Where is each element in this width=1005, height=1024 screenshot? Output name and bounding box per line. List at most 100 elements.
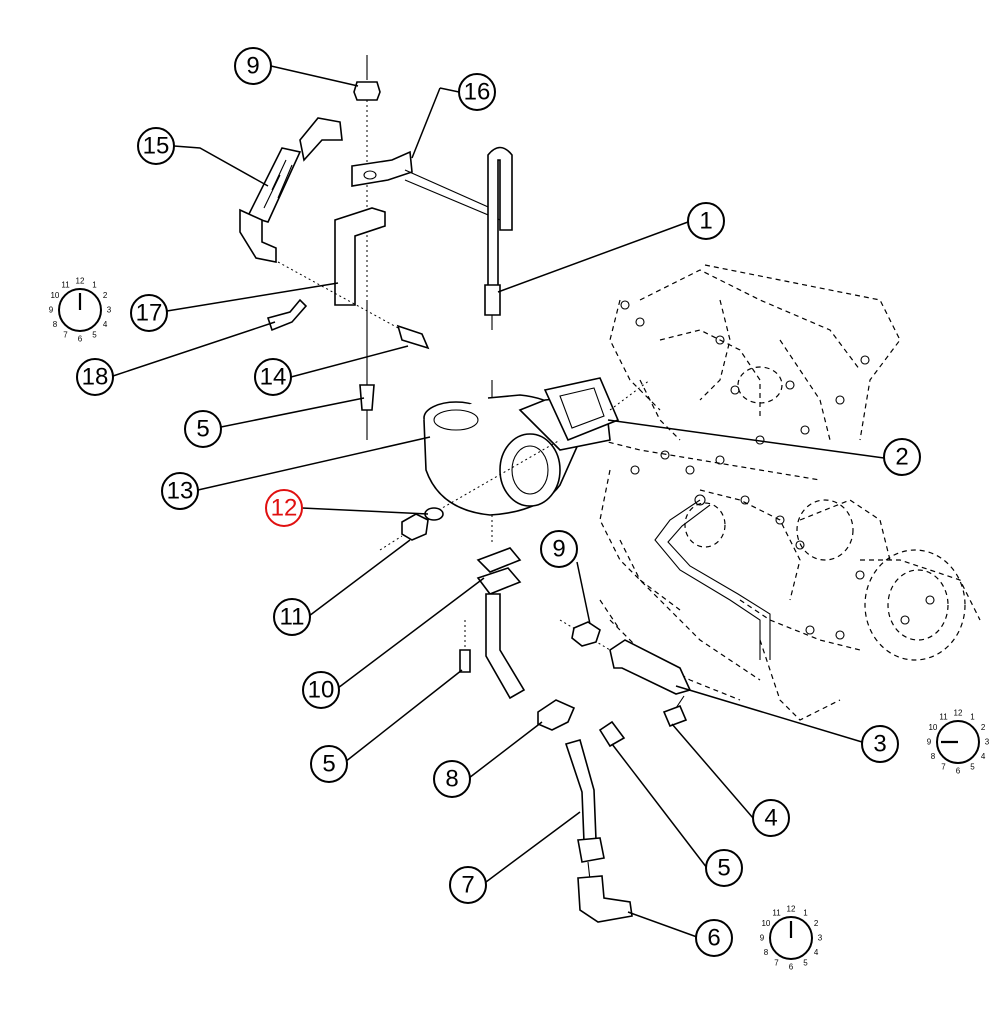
svg-text:15: 15 bbox=[143, 133, 170, 160]
callout-10: 10 bbox=[302, 671, 340, 709]
callout-9-top: 9 bbox=[234, 47, 272, 85]
gasket-10 bbox=[476, 547, 522, 573]
bolt-18 bbox=[266, 298, 308, 332]
clock-number: 10 bbox=[50, 291, 59, 300]
callout-9-mid: 9 bbox=[540, 530, 578, 568]
svg-text:8: 8 bbox=[445, 766, 458, 793]
clock-number: 5 bbox=[803, 959, 808, 968]
svg-text:7: 7 bbox=[461, 872, 474, 899]
clock-number: 5 bbox=[970, 763, 975, 772]
svg-text:11: 11 bbox=[280, 604, 305, 631]
bolt-4 bbox=[662, 704, 688, 728]
svg-text:5: 5 bbox=[196, 416, 209, 443]
clock-number: 10 bbox=[761, 919, 770, 928]
callout-5-b: 5 bbox=[310, 745, 348, 783]
oil-drain-assembly bbox=[459, 515, 692, 923]
clock-number: 9 bbox=[49, 306, 54, 315]
callout-15: 15 bbox=[137, 127, 175, 165]
hose-fitting bbox=[239, 208, 277, 263]
svg-text:6: 6 bbox=[707, 925, 720, 952]
bolt-5-lower bbox=[598, 720, 626, 748]
callout-1: 1 bbox=[687, 202, 725, 240]
svg-text:9: 9 bbox=[552, 536, 565, 563]
bracket-16 bbox=[351, 150, 413, 187]
clock-number: 9 bbox=[760, 934, 765, 943]
svg-text:5: 5 bbox=[322, 751, 335, 778]
clock-number: 7 bbox=[63, 331, 68, 340]
bracket-3 bbox=[609, 639, 692, 695]
drain-tube bbox=[485, 593, 526, 700]
svg-text:12: 12 bbox=[271, 495, 298, 522]
elbow-6 bbox=[577, 875, 633, 923]
callout-3: 3 bbox=[861, 725, 899, 763]
nut-9-mid bbox=[571, 621, 601, 647]
svg-text:9: 9 bbox=[246, 53, 259, 80]
clock-number: 7 bbox=[941, 763, 946, 772]
clock-number: 6 bbox=[789, 963, 794, 972]
clock-number: 8 bbox=[764, 948, 769, 957]
drain-flange bbox=[476, 567, 522, 595]
callout-4: 4 bbox=[752, 799, 790, 837]
tube-7 bbox=[564, 739, 597, 843]
oil-feed-assembly bbox=[239, 55, 513, 440]
clock-number: 10 bbox=[928, 723, 937, 732]
clock-number: 3 bbox=[107, 306, 112, 315]
callout-17: 17 bbox=[130, 294, 168, 332]
clock-number: 8 bbox=[931, 752, 936, 761]
svg-text:14: 14 bbox=[260, 364, 287, 391]
svg-text:1: 1 bbox=[699, 208, 712, 235]
pipe-u-bend bbox=[487, 146, 513, 301]
svg-text:10: 10 bbox=[308, 677, 335, 704]
clock-number: 1 bbox=[92, 280, 97, 289]
callout-13: 13 bbox=[161, 472, 199, 510]
callout-5-a: 5 bbox=[184, 410, 222, 448]
fitting-1 bbox=[484, 284, 501, 316]
clock-number: 8 bbox=[53, 320, 58, 329]
callout-12: 12 bbox=[265, 489, 303, 527]
clock-number: 4 bbox=[814, 948, 819, 957]
svg-text:18: 18 bbox=[82, 364, 109, 391]
clock-number: 6 bbox=[956, 767, 961, 776]
callout-2: 2 bbox=[883, 438, 921, 476]
callout-16: 16 bbox=[458, 73, 496, 111]
stud-5-mid bbox=[459, 649, 471, 673]
clock-number: 11 bbox=[939, 712, 948, 721]
svg-text:4: 4 bbox=[764, 805, 777, 832]
clock-number: 5 bbox=[92, 331, 97, 340]
bracket-17 bbox=[334, 207, 386, 306]
callout-14: 14 bbox=[254, 358, 292, 396]
clamp-8 bbox=[537, 699, 576, 731]
clock-number: 3 bbox=[818, 934, 823, 943]
clock-number: 3 bbox=[985, 738, 990, 747]
svg-text:2: 2 bbox=[895, 444, 908, 471]
clock-number: 12 bbox=[954, 709, 963, 718]
clock-number: 4 bbox=[103, 320, 108, 329]
clock-number: 2 bbox=[981, 723, 986, 732]
callout-8: 8 bbox=[433, 760, 471, 798]
callout-6: 6 bbox=[695, 919, 733, 957]
clock-number: 2 bbox=[103, 291, 108, 300]
clock-number: 11 bbox=[772, 908, 781, 917]
callout-11: 11 bbox=[273, 598, 311, 636]
clock-number: 1 bbox=[803, 908, 808, 917]
clock-number: 12 bbox=[787, 905, 796, 914]
svg-text:3: 3 bbox=[873, 731, 886, 758]
nut-9-top bbox=[353, 81, 381, 101]
hose-end bbox=[299, 117, 343, 162]
callout-5-c: 5 bbox=[705, 849, 743, 887]
clock-number: 6 bbox=[78, 335, 83, 344]
fitting-14 bbox=[396, 324, 430, 350]
svg-text:16: 16 bbox=[464, 79, 491, 106]
clock-number: 12 bbox=[76, 277, 85, 286]
leader-lines bbox=[112, 65, 885, 938]
svg-text:13: 13 bbox=[167, 478, 194, 505]
callout-7: 7 bbox=[449, 866, 487, 904]
svg-text:17: 17 bbox=[136, 300, 163, 327]
clock-number: 9 bbox=[927, 738, 932, 747]
clock-number: 1 bbox=[970, 712, 975, 721]
